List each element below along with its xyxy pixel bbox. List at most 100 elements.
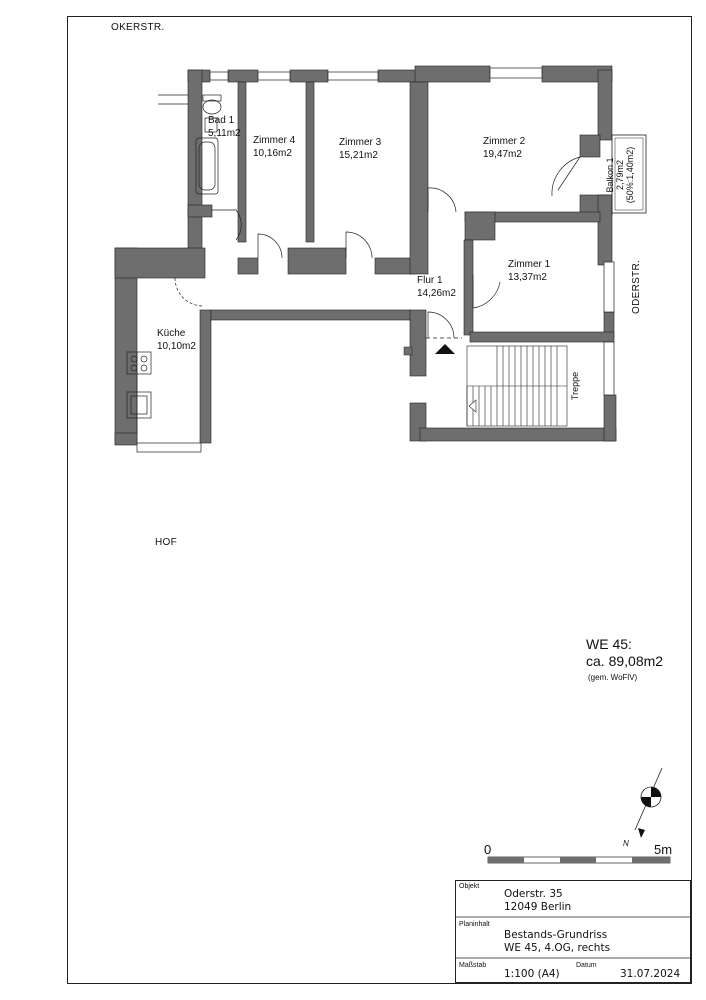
wall-kitchen-bottom-l bbox=[114, 432, 138, 446]
staircase bbox=[466, 345, 568, 427]
door-z1 bbox=[472, 275, 501, 309]
tb-objekt-label: Objekt bbox=[459, 883, 480, 890]
flur-marker bbox=[403, 346, 413, 356]
door-z3 bbox=[345, 231, 373, 259]
door-kitchen bbox=[174, 277, 204, 307]
toilet-tank bbox=[202, 94, 222, 102]
room-area: 10,10m2 bbox=[157, 341, 196, 352]
room-area: 5,11m2 bbox=[208, 128, 241, 139]
north-quadrant-2 bbox=[641, 797, 651, 807]
room-zimmer1: Zimmer 1 13,37m2 bbox=[508, 258, 550, 284]
door-entrance bbox=[427, 311, 455, 339]
room-flur1: Flur 1 14,26m2 bbox=[417, 274, 456, 300]
stair-label: Treppe bbox=[570, 371, 580, 401]
room-name: Zimmer 2 bbox=[483, 136, 526, 147]
door-swings bbox=[174, 156, 581, 339]
wall-balcony-top bbox=[579, 134, 601, 158]
wall-top-2 bbox=[227, 69, 259, 83]
wall-bath-left bbox=[187, 69, 203, 253]
room-zimmer4: Zimmer 4 10,16m2 bbox=[253, 134, 295, 160]
room-area: 19,47m2 bbox=[483, 149, 522, 160]
north-label: N bbox=[623, 839, 629, 848]
room-area: 15,21m2 bbox=[339, 150, 378, 161]
room-name: Zimmer 4 bbox=[253, 135, 296, 146]
wall-top-5 bbox=[414, 65, 491, 83]
scale-end: 5m bbox=[654, 842, 673, 857]
room-kueche: Küche 10,10m2 bbox=[157, 327, 196, 353]
wall-kitchen-right bbox=[199, 309, 212, 444]
stove bbox=[126, 351, 152, 375]
wall-z4-z3 bbox=[305, 81, 315, 243]
door-bath bbox=[212, 209, 242, 241]
stair-arrow bbox=[468, 399, 477, 413]
unit-title: WE 45: bbox=[586, 636, 632, 652]
room-area: 14,26m2 bbox=[417, 288, 456, 299]
wall-bath-bottom bbox=[187, 204, 213, 218]
unit-area: ca. 89,08m2 bbox=[586, 653, 664, 669]
tb-planinhalt-line1: Bestands-Grundriss bbox=[504, 929, 608, 941]
bath-fixtures bbox=[126, 94, 222, 433]
entrance-arrow bbox=[435, 344, 455, 354]
bathtub-inner bbox=[198, 141, 216, 191]
tb-planinhalt-line2: WE 45, 4.OG, rechts bbox=[504, 942, 611, 954]
north-quadrant-1 bbox=[651, 787, 661, 797]
room-name: Bad 1 bbox=[208, 115, 235, 126]
wall-flur-left bbox=[409, 309, 427, 377]
bathtub bbox=[195, 137, 219, 195]
scale-start: 0 bbox=[484, 842, 492, 857]
wall-corridor-bottom bbox=[210, 309, 412, 321]
kitchen-sink-basin bbox=[130, 395, 148, 415]
wall-z3-z2 bbox=[409, 81, 429, 275]
north-tip bbox=[638, 828, 645, 838]
tb-massstab-label: Maßstab bbox=[459, 962, 487, 969]
scale-seg-1 bbox=[488, 857, 524, 863]
room-name: Zimmer 1 bbox=[508, 259, 551, 270]
window-bath bbox=[209, 71, 229, 81]
balcony-outline bbox=[611, 134, 647, 214]
street-right: ODERSTR. bbox=[631, 259, 642, 314]
scale-bar bbox=[487, 856, 671, 864]
scale-seg-3 bbox=[560, 857, 596, 863]
door-z4 bbox=[257, 233, 283, 259]
tb-objekt-line1: Oderstr. 35 bbox=[504, 888, 563, 900]
room-zimmer3: Zimmer 3 15,21m2 bbox=[339, 136, 381, 162]
room-bad1: Bad 1 5,11m2 bbox=[208, 114, 241, 140]
yard-label: HOF bbox=[155, 537, 178, 548]
room-zimmer2: Zimmer 2 19,47m2 bbox=[483, 135, 525, 161]
kitchen-sink bbox=[126, 391, 152, 419]
tb-planinhalt-label: Planinhalt bbox=[459, 921, 490, 928]
room-name: Küche bbox=[157, 328, 186, 339]
room-name: Flur 1 bbox=[417, 275, 443, 286]
toilet bbox=[202, 99, 222, 115]
windows bbox=[136, 67, 615, 453]
bath-sink bbox=[204, 117, 218, 133]
wall-stair-bottom bbox=[419, 427, 617, 442]
window-z4 bbox=[257, 71, 291, 81]
wall-z1-left bbox=[463, 239, 474, 336]
wall-top-3 bbox=[289, 69, 329, 83]
window-stair bbox=[603, 341, 615, 396]
wall-z2-right bbox=[597, 69, 613, 141]
unit-note: (gem. WoFlV) bbox=[588, 673, 638, 682]
tb-datum-value: 31.07.2024 bbox=[620, 968, 681, 980]
title-block: Objekt Oderstr. 35 12049 Berlin Planinha… bbox=[455, 880, 691, 983]
balcony-inner bbox=[614, 137, 644, 211]
wall-z1-corner bbox=[464, 211, 496, 241]
burner-4 bbox=[140, 364, 148, 372]
drawing-frame bbox=[67, 16, 692, 984]
room-balkon1: Balkon 1 2,79m2 (50%:1,40m2) bbox=[605, 145, 637, 205]
wall-z4-left bbox=[237, 81, 247, 243]
window-z2 bbox=[489, 67, 543, 79]
walls bbox=[114, 65, 617, 446]
tb-massstab-value: 1:100 (A4) bbox=[504, 968, 560, 980]
tb-datum-label: Datum bbox=[576, 962, 597, 969]
room-area: 2,79m2 bbox=[615, 159, 625, 191]
wall-stair-right bbox=[603, 394, 617, 442]
room-name: Balkon 1 bbox=[605, 157, 615, 193]
wall-z4-bottom bbox=[237, 257, 259, 275]
door-z2 bbox=[427, 187, 457, 213]
room-area: 13,37m2 bbox=[508, 272, 547, 283]
window-z1 bbox=[603, 261, 615, 313]
wall-z1-right bbox=[597, 194, 613, 266]
